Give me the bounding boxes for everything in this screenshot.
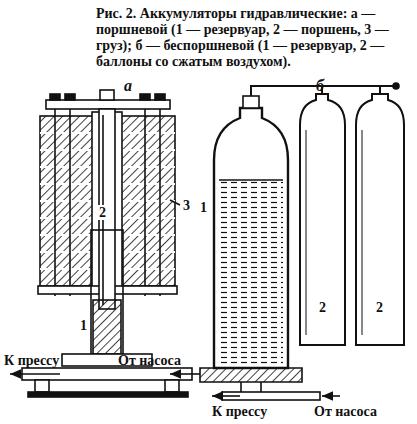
- flow-label: К прессу: [212, 404, 267, 419]
- callout-number: 3: [183, 198, 190, 213]
- callout-number: 1: [200, 200, 207, 215]
- figure-caption: Рис. 2. Аккумуляторы гидравлические: а —…: [96, 6, 410, 70]
- callout-number: 2: [98, 205, 107, 220]
- flow-label: От насоса: [314, 404, 377, 419]
- flow-label: От насоса: [118, 353, 181, 368]
- figure-letter: б: [316, 78, 324, 93]
- callout-number: 1: [80, 318, 87, 333]
- callout-number: 2: [375, 300, 384, 315]
- callout-number: 2: [318, 300, 327, 315]
- flow-label: К прессу: [4, 353, 59, 368]
- figure-letter: а: [124, 78, 132, 93]
